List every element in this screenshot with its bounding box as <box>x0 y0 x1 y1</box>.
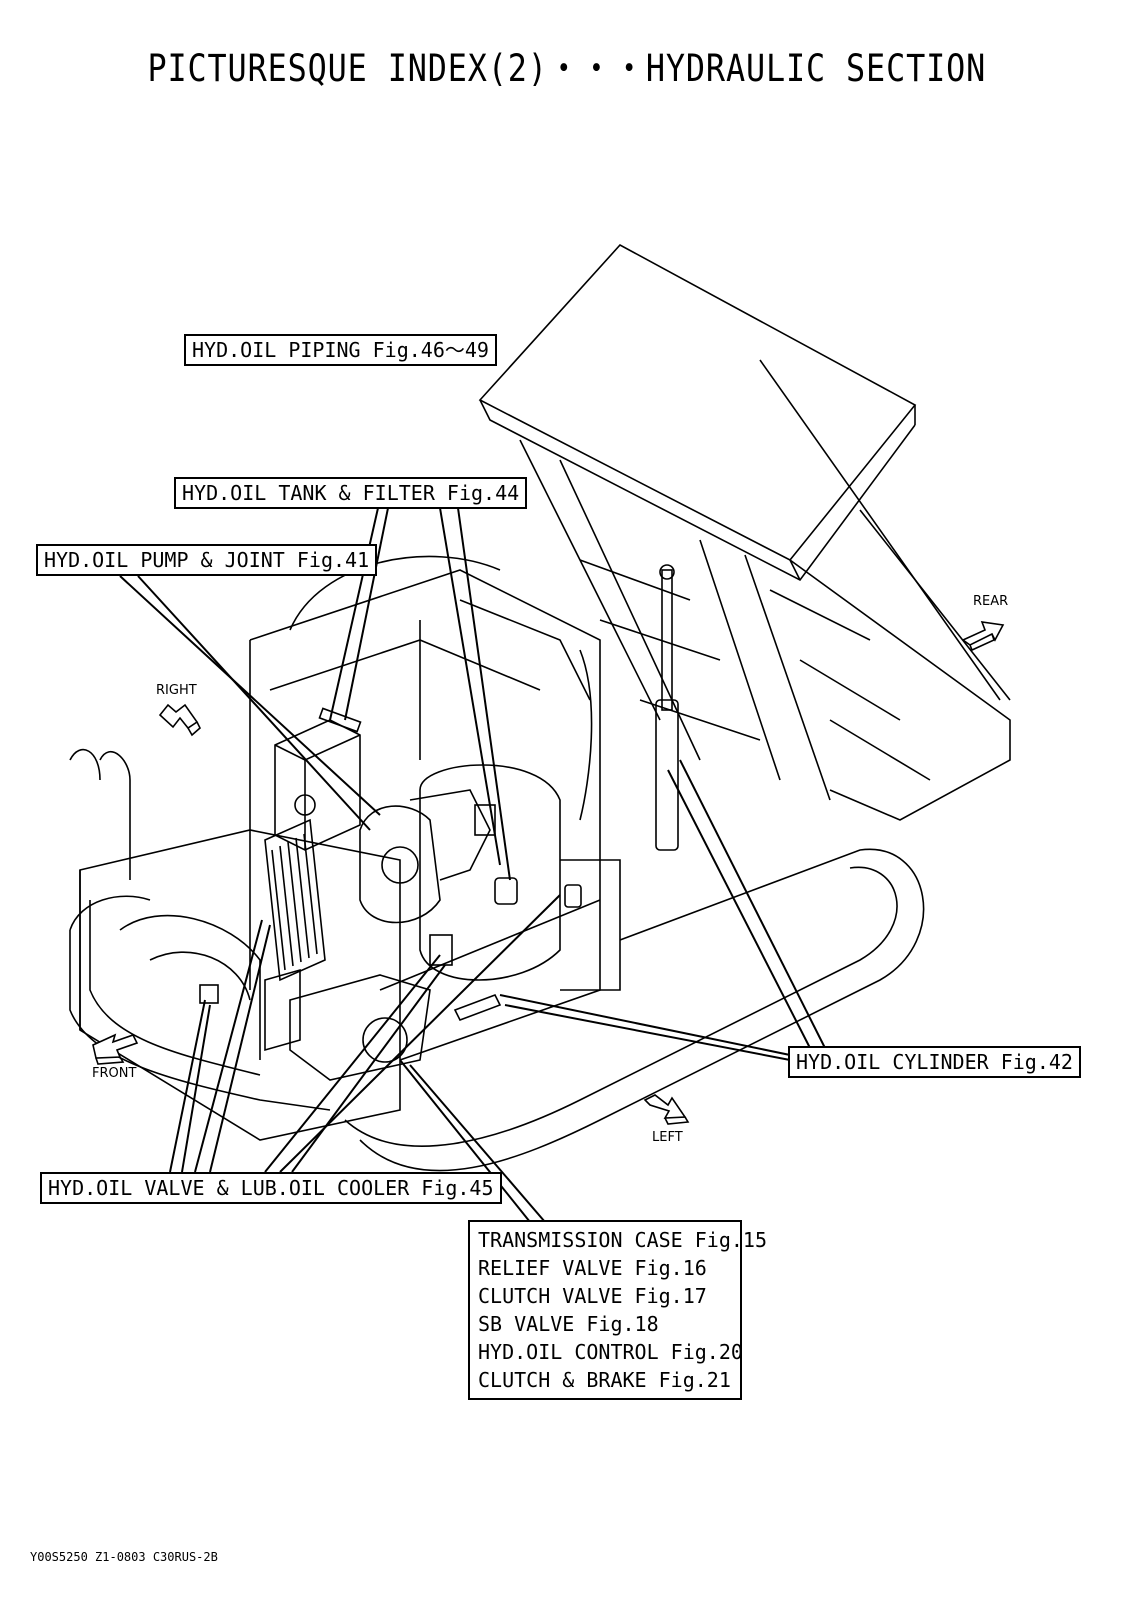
hydraulic-cylinder-illustration <box>655 564 679 851</box>
leader-lines <box>119 507 826 1223</box>
arrow-right-icon <box>158 703 201 737</box>
arrow-rear-icon <box>961 621 1005 652</box>
page-title: PICTURESQUE INDEX(2)・・・HYDRAULIC SECTION <box>147 47 987 90</box>
arrow-left-icon <box>643 1094 690 1125</box>
direction-label-left: LEFT <box>652 1130 683 1145</box>
callout-valve-cooler: HYD.OIL VALVE & LUB.OIL COOLER Fig.45 <box>40 1172 502 1204</box>
oil-cooler-illustration <box>264 818 326 982</box>
arrow-front-icon <box>92 1033 139 1065</box>
direction-label-right: RIGHT <box>156 683 197 698</box>
callout-relief-valve: RELIEF VALVE Fig.16 <box>478 1256 707 1280</box>
callout-transmission-case: TRANSMISSION CASE Fig.15 <box>478 1228 767 1252</box>
hydraulic-pump-illustration <box>359 789 582 924</box>
document-code: Y00S5250 Z1-0803 C30RUS-2B <box>30 1550 218 1564</box>
crawler-track-left <box>344 848 925 1172</box>
machine-body <box>69 555 621 1141</box>
direction-label-front: FRONT <box>92 1066 137 1081</box>
callout-clutch-brake: CLUTCH & BRAKE Fig.21 <box>478 1368 731 1392</box>
direction-label-rear: REAR <box>973 594 1009 609</box>
callout-tank-filter: HYD.OIL TANK & FILTER Fig.44 <box>174 477 528 509</box>
callout-pump-joint: HYD.OIL PUMP & JOINT Fig.41 <box>36 544 378 576</box>
callout-transmission-group: TRANSMISSION CASE Fig.15 RELIEF VALVE Fi… <box>468 1220 767 1400</box>
transmission-case-illustration <box>199 934 502 1081</box>
callout-oil-control: HYD.OIL CONTROL Fig.20 <box>478 1340 743 1364</box>
dump-bed <box>478 243 1011 821</box>
callout-oil-piping: HYD.OIL PIPING Fig.46～49 <box>184 334 497 366</box>
callout-oil-cylinder: HYD.OIL CYLINDER Fig.42 <box>788 1046 1081 1078</box>
callout-clutch-valve: CLUTCH VALVE Fig.17 <box>478 1284 707 1308</box>
callout-sb-valve: SB VALVE Fig.18 <box>478 1312 659 1336</box>
